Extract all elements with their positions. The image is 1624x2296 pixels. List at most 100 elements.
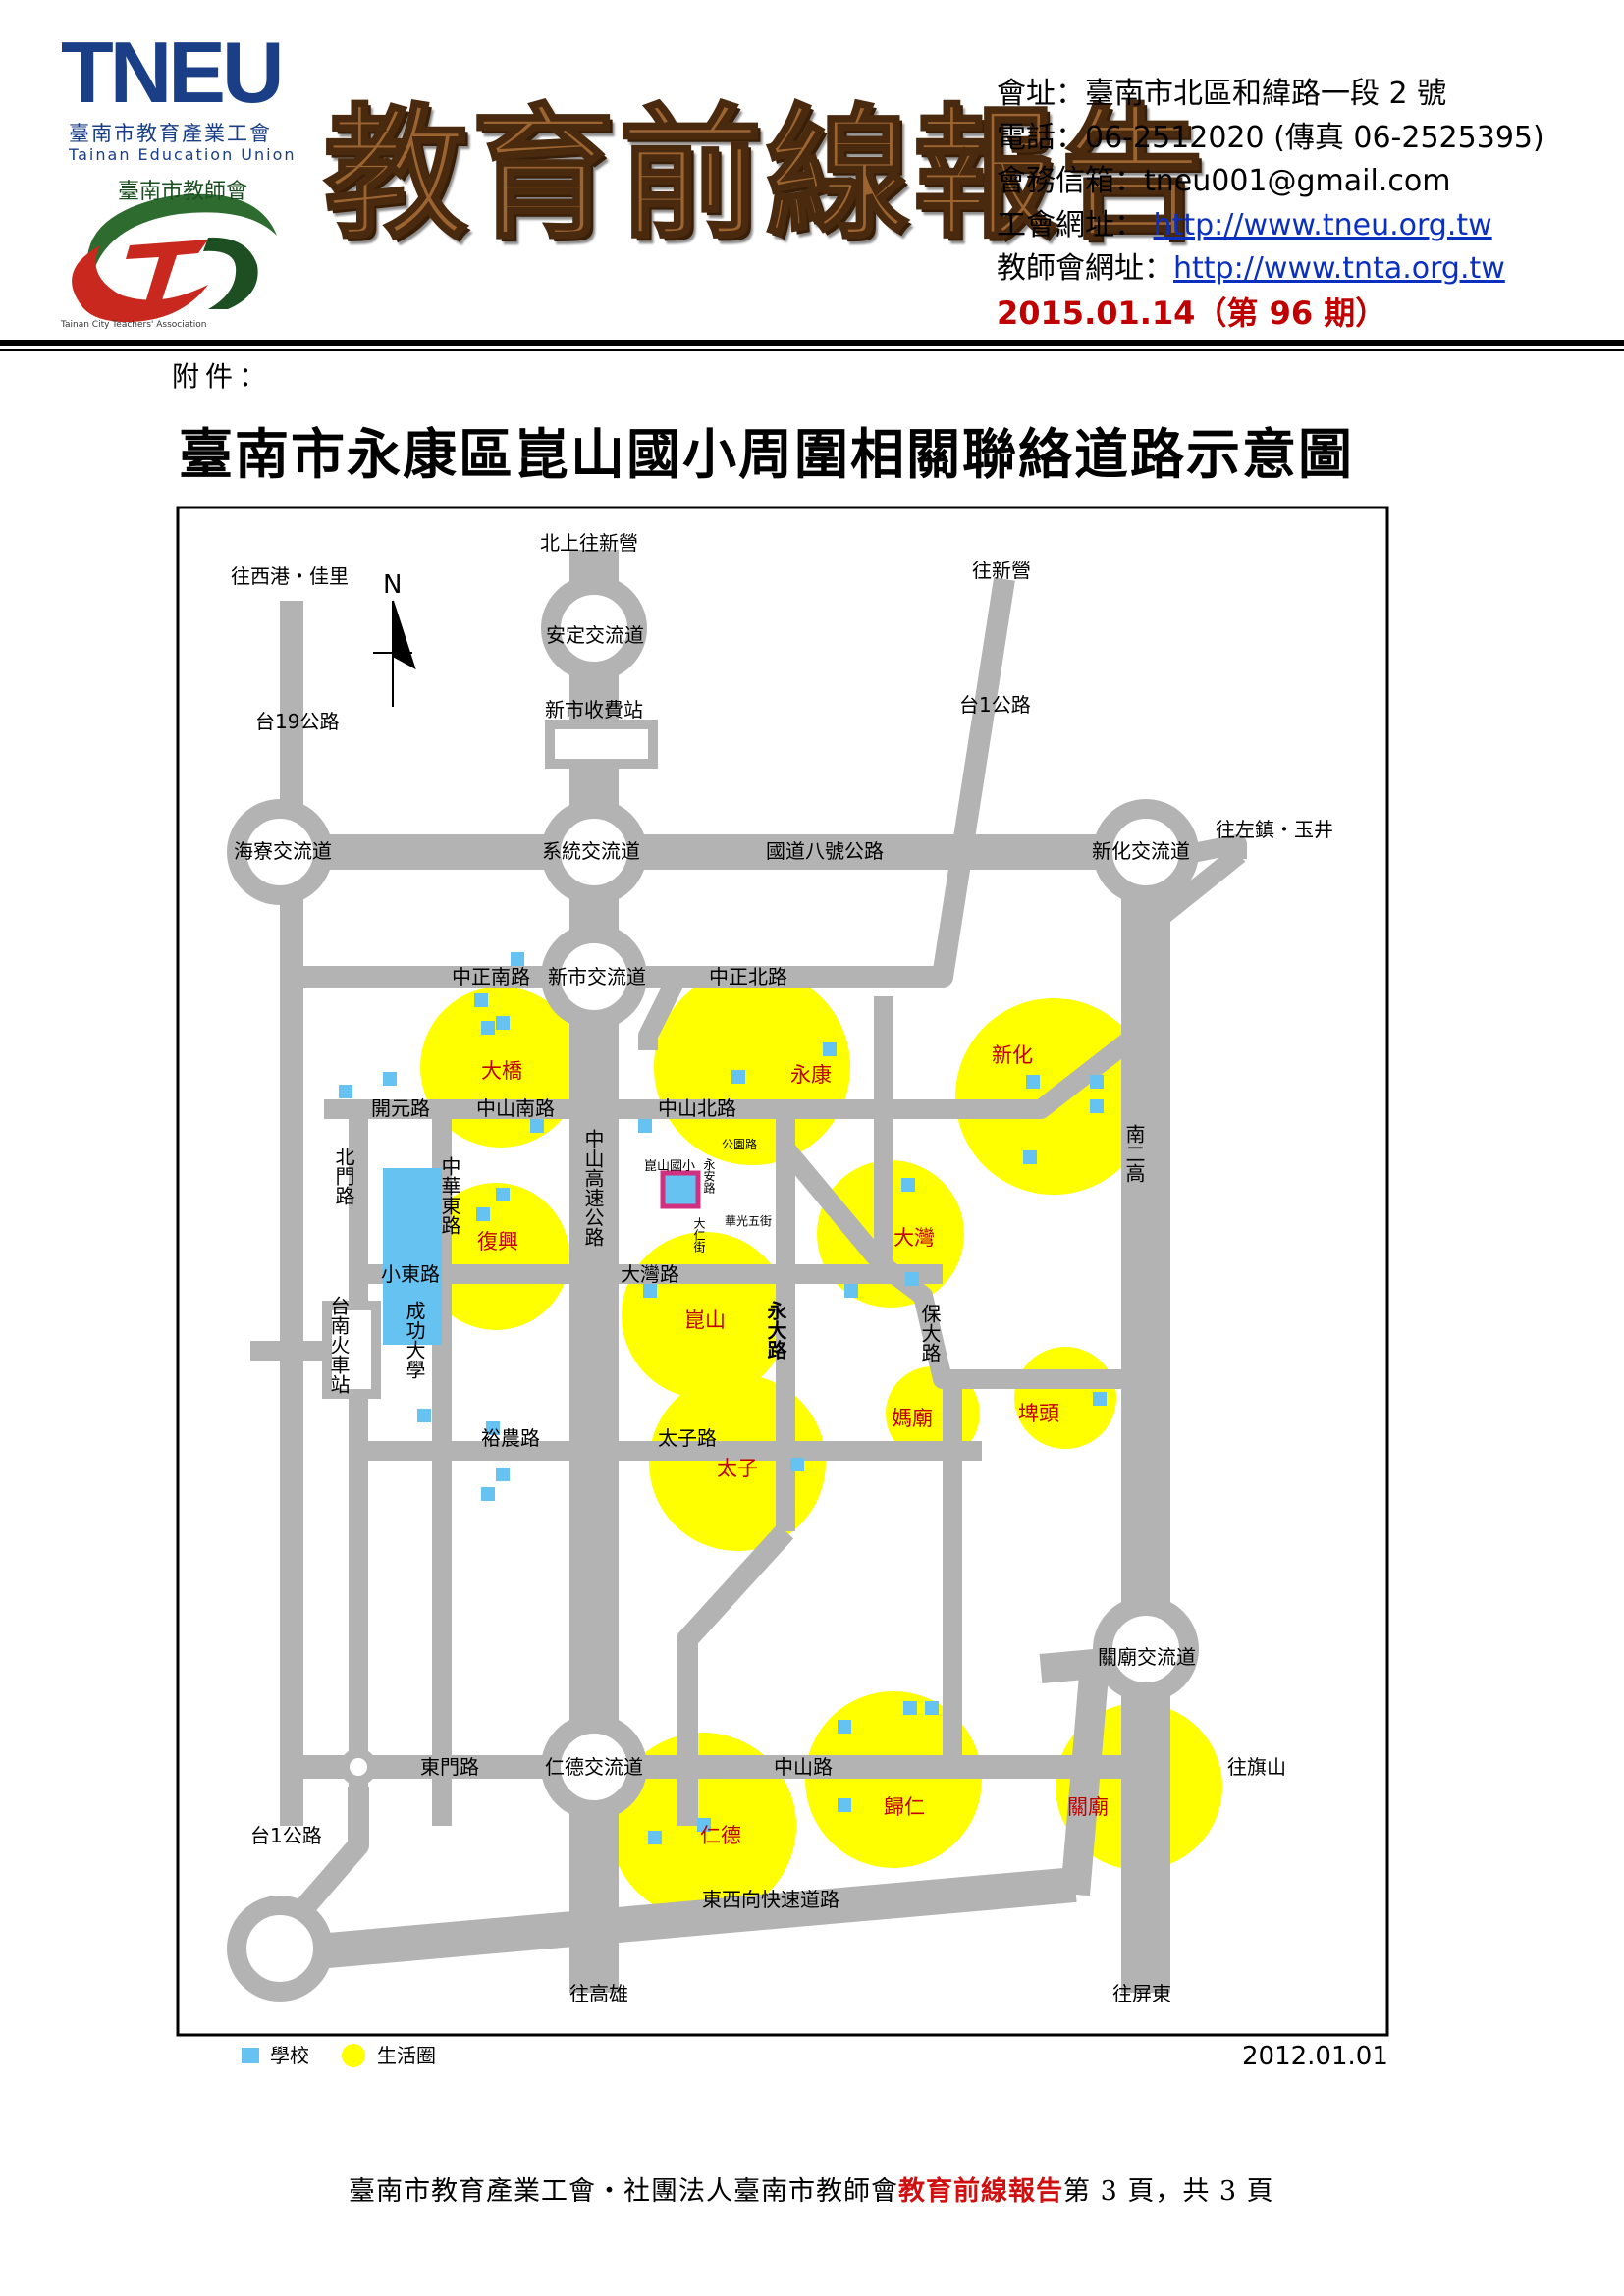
label-tai1: 台1公路 [959,693,1031,717]
legend-zone-label: 生活圈 [377,2044,436,2067]
phone-line: 電話：06-2512020 (傳真 06-2525395) [997,120,1544,155]
zone-label-rende: 仁德 [700,1824,741,1847]
label-expressway: 東西向快速道路 [702,1888,839,1911]
teacher-site-label: 教師會網址： [997,251,1173,286]
school-marker [1093,1392,1107,1406]
union-site-link[interactable]: http://www.tneu.org.tw [1153,207,1492,242]
label-dawan-road: 大灣路 [621,1262,679,1286]
zone-label-daqiao: 大橋 [481,1059,522,1083]
xinshi-interchange [541,924,647,1030]
haiyao-interchange [227,799,333,905]
school-marker [474,993,488,1007]
map-legend: 學校 生活圈 [242,2044,436,2067]
school-marker [903,1701,917,1715]
emblem-label: 臺南市教師會 [118,180,247,204]
school-marker [511,952,524,966]
label-north-to-xinying: 北上往新營 [540,531,638,555]
label-tai19: 台19公路 [255,710,339,733]
kunshan-school-marker [660,1170,701,1209]
label-xitong-ic: 系統交流道 [542,839,640,863]
union-site-line: 工會網址： http://www.tneu.org.tw [997,204,1605,248]
label-to-kaohsiung: 往高雄 [569,1982,628,2005]
school-marker [1023,1150,1037,1164]
label-zhongshan-s: 中山南路 [476,1096,555,1120]
xinshi-toll-station [545,720,658,769]
label-rende-ic: 仁德交流道 [545,1755,643,1779]
label-xiaodong: 小東路 [381,1262,440,1286]
label-kaiyuan: 開元路 [371,1096,430,1120]
label-yongan: 永安路 [702,1158,716,1195]
label-nanerhao: 南二高 [1122,1124,1146,1183]
union-site-label: 工會網址： [997,207,1144,242]
page-title: 臺南市永康區崑山國小周圍相關聯絡道路示意圖 [179,423,1355,486]
school-marker [838,1798,851,1812]
school-marker [1090,1075,1104,1089]
map-labels: 往西港・佳里 北上往新營 安定交流道 新市收費站 往新營 台1公路 台19公路 … [231,531,1333,2005]
label-yongda: 永大路 [764,1300,787,1361]
xitong-interchange [541,799,647,905]
school-marker [643,1284,657,1298]
school-marker [486,1421,500,1435]
road-yongda-s [677,1523,794,1826]
school-marker [530,1119,544,1133]
zone-label-kunshan: 崑山 [684,1308,726,1332]
logo-wordmark: TNEU [61,24,285,121]
label-zhongzheng-s: 中正南路 [452,965,530,988]
tai1-roundabout [227,1896,333,2002]
newsletter-masthead: 教育前線報告 [323,67,1206,293]
school-marker [481,1487,495,1501]
teacher-site-line: 教師會網址：http://www.tnta.org.tw [997,247,1605,292]
road-zhongzheng-n [638,972,686,1050]
tainan-station-box [322,1301,381,1399]
logo-union-name-zh: 臺南市教育產業工會 [69,122,272,145]
label-beimen: 北門路 [332,1147,355,1205]
school-marker [697,1818,711,1832]
anding-interchange [541,575,647,681]
page-footer: 臺南市教育產業工會‧社團法人臺南市教師會教育前線報告第 3 頁，共 3 頁 [349,2169,1274,2208]
school-marker [476,1207,490,1221]
school-marker [844,1284,858,1298]
school-marker [417,1409,431,1422]
contact-block: 會址：臺南市北區和緯路一段 2 號 電話：06-2512020 (傳真 06-2… [997,73,1605,335]
school-marker [383,1072,397,1086]
label-yunong: 裕農路 [481,1426,540,1450]
label-xinhua-ic: 新化交流道 [1092,839,1190,863]
label-zhongshan-road: 中山路 [774,1755,833,1779]
label-daren: 大仁街 [692,1217,706,1253]
label-gongyuan: 公園路 [722,1137,757,1151]
school-marker [648,1831,662,1844]
road-guanmiao [1039,1649,1110,1896]
school-marker [790,1458,804,1471]
teacher-site-link[interactable]: http://www.tnta.org.tw [1173,251,1505,286]
logo-union-name-en: Tainan Education Union [69,145,297,164]
footer-publisher: 臺南市教育產業工會‧社團法人臺南市教師會 [349,2176,898,2207]
road-expressway [293,1867,1077,1971]
zone-label-guiren: 歸仁 [884,1795,925,1819]
label-to-pingtung: 往屏東 [1112,1982,1171,2005]
label-nat8: 國道八號公路 [766,839,884,863]
zone-label-taizi: 太子 [717,1457,758,1480]
teachers-association-emblem: 臺南市教師會 [72,180,278,323]
zone-label-xinhua: 新化 [992,1043,1033,1067]
label-zhongshan-n: 中山北路 [658,1096,736,1120]
label-to-xigang: 往西港・佳里 [231,564,349,588]
label-zhongzheng-n: 中正北路 [709,965,787,988]
road-tai1-s [286,1787,369,1927]
legend-school-swatch [242,2048,259,2063]
school-marker [638,1119,652,1133]
road-zhongshan-n [884,1033,1136,1119]
school-marker [905,1272,919,1286]
north-label: N [383,570,402,600]
zone-label-guanmiao: 關廟 [1067,1795,1109,1819]
school-marker [1026,1075,1040,1089]
rende-interchange [541,1714,647,1820]
school-marker [731,1070,745,1084]
zone-label-fuxing: 復興 [477,1230,518,1254]
road-baoda [778,1142,1146,1389]
label-to-xinying: 往新營 [972,559,1031,582]
label-ncku: 成功大學 [403,1301,426,1379]
label-kunshan-school: 崑山國小 [644,1159,695,1174]
zone-label-beitou: 埤頭 [1018,1402,1059,1425]
label-tai1-south: 台1公路 [250,1824,322,1847]
